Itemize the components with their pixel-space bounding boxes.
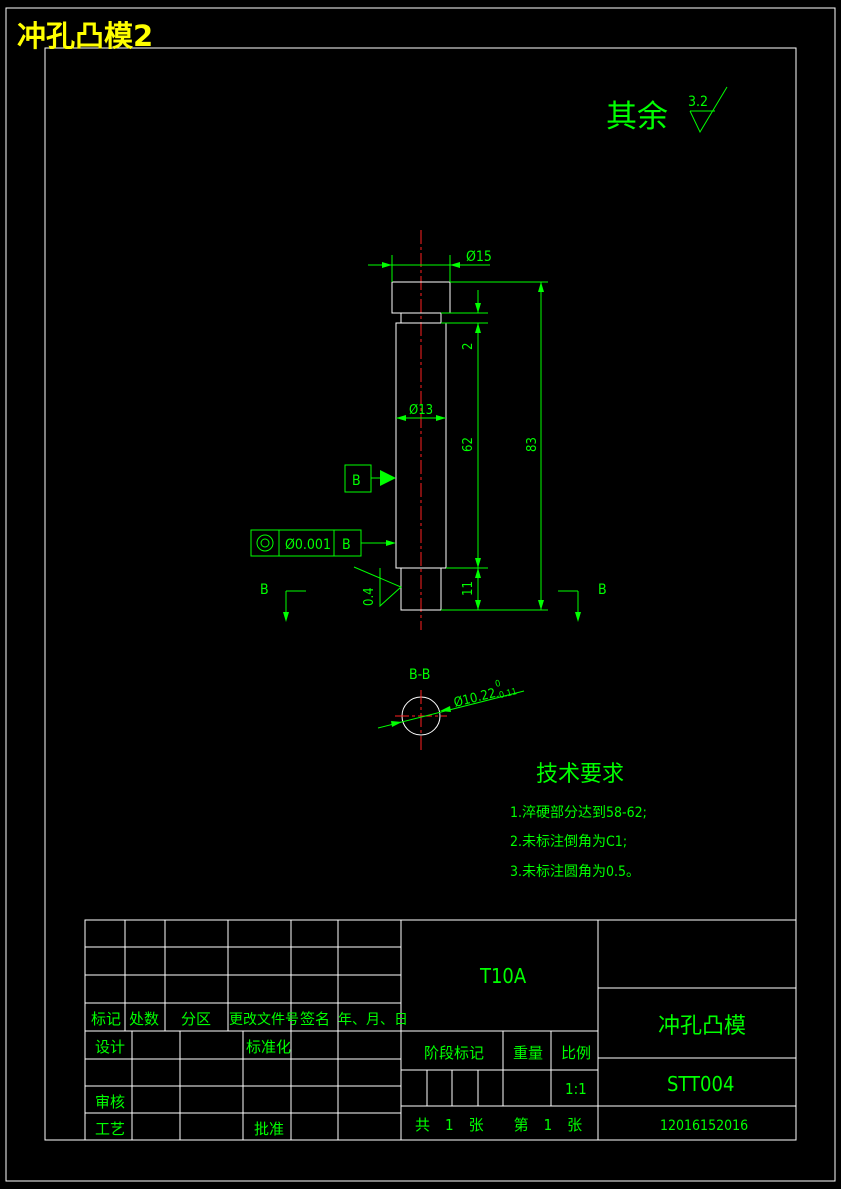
punch-outline: [391, 281, 451, 611]
tb-zone: 分区: [181, 1010, 211, 1028]
tb-process: 工艺: [95, 1120, 125, 1138]
tb-approve: 批准: [254, 1120, 284, 1138]
section-mark-right: [558, 590, 581, 622]
roughness-symbol: [689, 86, 728, 134]
datum-b-label: B: [352, 473, 361, 489]
dim-2: [475, 290, 481, 568]
tb-scale: 1:1: [565, 1080, 587, 1098]
tb-weight: 重量: [513, 1044, 543, 1062]
tb-material: T10A: [479, 964, 527, 988]
outer-frame: [5, 7, 836, 1182]
tb-sheets: 共 1 张 第 1 张: [415, 1116, 582, 1134]
dim-11: [475, 568, 481, 610]
local-roughness-symbol: [353, 566, 402, 608]
tb-drawing-no: STT004: [667, 1072, 734, 1096]
ext-lines-right: [441, 281, 548, 611]
dim-head-dia: [368, 255, 490, 282]
dim-head-dia-text: Ø15: [466, 249, 492, 265]
sheet-title: 冲孔凸模2: [17, 19, 153, 53]
tech-req-item-3: 3.未标注圆角为0.5。: [510, 864, 640, 880]
tb-standard: 标准化: [246, 1038, 291, 1056]
section-mark-left-label: B: [260, 582, 269, 598]
roughness-label: 其余: [606, 99, 668, 135]
tolerance-frame: [250, 529, 396, 557]
datum-b-symbol: [344, 464, 396, 493]
dim-62-text: 62: [461, 437, 476, 452]
tb-docno: 更改文件号: [229, 1012, 299, 1028]
dim-83-text: 83: [525, 437, 540, 452]
tb-review: 审核: [95, 1093, 125, 1111]
dim-11-text: 11: [461, 581, 476, 596]
tb-date: 年、月、日: [338, 1012, 408, 1028]
tb-sign: 签名: [300, 1010, 330, 1028]
tb-part-name: 冲孔凸模: [658, 1014, 746, 1039]
section-mark-left: [283, 590, 306, 622]
tolerance-value: Ø0.001: [285, 537, 331, 553]
section-mark-right-label: B: [598, 582, 607, 598]
dim-2-text: 2: [461, 343, 476, 350]
section-tol-lower: -0.11: [495, 687, 518, 702]
tech-req-title: 技术要求: [536, 762, 624, 787]
tolerance-datum: B: [342, 537, 351, 553]
tb-stage: 阶段标记: [424, 1044, 484, 1062]
section-dia-text: Ø10.22: [452, 686, 497, 711]
section-tol-upper: 0: [494, 679, 501, 690]
local-roughness-value: 0.4: [362, 587, 377, 606]
dim-body-dia: [396, 415, 446, 421]
dim-83: [538, 282, 544, 610]
dim-body-dia-text: Ø13: [409, 403, 433, 418]
title-block: [84, 919, 797, 1141]
tech-req-item-2: 2.未标注倒角为C1;: [510, 834, 627, 850]
section-view: [377, 690, 525, 752]
tb-design: 设计: [95, 1038, 125, 1056]
tech-req-item-1: 1.淬硬部分达到58-62;: [510, 805, 647, 821]
tb-scale-label: 比例: [561, 1044, 591, 1062]
tb-mark: 标记: [91, 1010, 121, 1028]
section-label: B-B: [409, 667, 430, 683]
tb-student-id: 12016152016: [660, 1118, 748, 1134]
tb-count: 处数: [129, 1010, 159, 1028]
roughness-value: 3.2: [688, 94, 708, 110]
